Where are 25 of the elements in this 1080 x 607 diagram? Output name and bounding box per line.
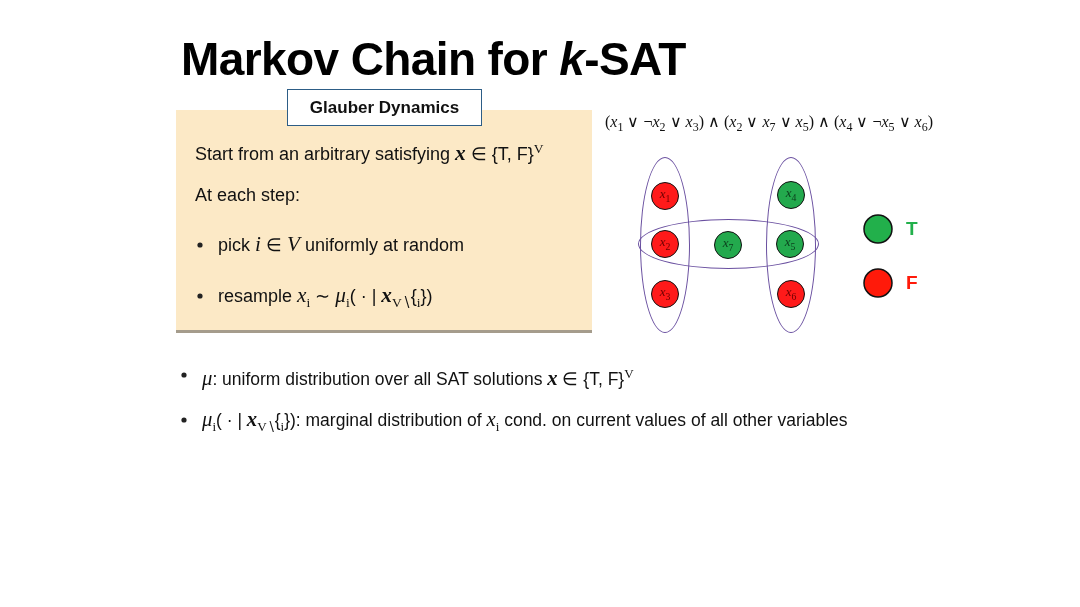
- bullet-text: μ: uniform distribution over all SAT solutions x ∈ {T, F}$^{V}$: [202, 365, 634, 391]
- bullet-text: pick i ∈ V uniformly at random: [218, 232, 464, 257]
- legend-label: F: [906, 272, 918, 294]
- slide-title: Markov Chain for k-SAT: [181, 33, 686, 85]
- variable-label: x$_{6}$: [785, 284, 797, 304]
- formula-text: (x$_{1}$ ∨ ¬x$_{2}$ ∨ x$_{3}$) ∧ (x$_{2}$ ∨ x$_{7}$ ∨ x$_{5}$) ∧ (x$_{4}$ ∨ ¬x$_{5}$ ∨ x$_{6}$): [605, 112, 933, 137]
- variable-node: [714, 231, 742, 259]
- panel-text: Start from an arbitrary satisfying x ∈ {T, F}$^{V}$: [195, 140, 544, 166]
- variable-label: x$_{7}$: [722, 235, 734, 255]
- legend-label: T: [906, 218, 918, 240]
- variable-label: x$_{5}$: [784, 234, 796, 254]
- bullet-text: resample x$_{i}$ ∼ μ$_{i}$( · | x$_{V∖}${$_{i}$}): [218, 283, 433, 312]
- variable-node: [777, 181, 805, 209]
- variable-node: [651, 182, 679, 210]
- variable-label: x$_{4}$: [785, 185, 797, 205]
- variable-node: [651, 230, 679, 258]
- variable-node: [776, 230, 804, 258]
- variable-node: [651, 280, 679, 308]
- bullet-text: μ$_{i}$( · | x$_{V∖}${$_{i}$}): marginal distribution of x$_{i}$ cond. on current values of all other variables: [202, 407, 848, 436]
- panel-text: At each step:: [195, 184, 301, 207]
- variable-label: x$_{3}$: [659, 284, 671, 304]
- panel-heading: Glauber Dynamics: [287, 89, 482, 126]
- variable-node: [777, 280, 805, 308]
- variable-label: x$_{2}$: [659, 234, 671, 254]
- variable-label: x$_{1}$: [659, 186, 671, 206]
